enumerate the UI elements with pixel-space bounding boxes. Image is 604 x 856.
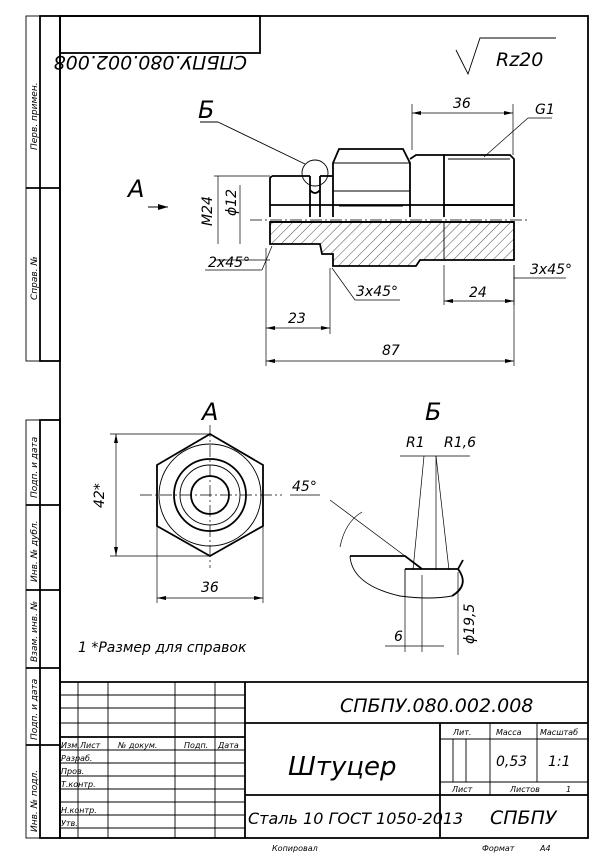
dim-2x45: 2x45° [208, 255, 250, 271]
detail-b [290, 455, 470, 655]
dim-36-nut: 36 [201, 580, 219, 596]
scale-label: Масштаб [540, 728, 578, 737]
role-4: Н.контр. [61, 806, 97, 815]
format-label: Формат [482, 844, 515, 853]
sheets-count: 1 [566, 785, 571, 794]
main-view [148, 121, 530, 267]
side-label-0: Перв. примен. [30, 82, 40, 150]
role-2: Т.контр. [61, 780, 96, 789]
role-0: Разраб. [61, 754, 92, 763]
dim-angle-45: 45° [292, 479, 317, 495]
side-label-4: Взам. инв. № [30, 601, 40, 662]
scale-value: 1:1 [548, 754, 571, 770]
part-name: Штуцер [288, 752, 397, 782]
title-block [60, 681, 588, 838]
side-label-1: Справ. № [30, 256, 40, 300]
col-header-1: Лист [79, 741, 101, 750]
main-dimensions [205, 104, 566, 366]
section-b-label: Б [198, 96, 214, 124]
dim-m24: M24 [200, 196, 216, 226]
side-label-5: Подп. и дата [30, 679, 40, 740]
dim-87: 87 [382, 343, 400, 359]
roughness-mark: Rz20 [455, 37, 556, 76]
dim-r1: R1 [406, 435, 425, 451]
lit-label: Лит. [452, 728, 471, 737]
dim-23: 23 [288, 311, 306, 327]
detail-b-title: Б [425, 398, 441, 426]
dim-g1: G1 [535, 102, 555, 118]
dim-36-top: 36 [453, 96, 471, 112]
mass-value: 0,53 [496, 754, 527, 770]
top-stamp: СПБПУ.080.002.008 [54, 15, 261, 73]
format-value: А4 [539, 844, 551, 853]
view-a [110, 425, 282, 603]
designation: СПБПУ.080.002.008 [340, 695, 533, 717]
dim-3x45-mid: 3x45° [356, 284, 398, 300]
copied-label: Копировал [272, 844, 318, 853]
dim-d195: ϕ19,5 [462, 604, 478, 645]
role-1: Пров. [61, 767, 84, 776]
side-label-6: Инв. № подл. [30, 770, 40, 832]
dim-d12: ϕ12 [224, 189, 240, 216]
top-stamp-text: СПБПУ.080.002.008 [54, 51, 247, 73]
organization: СПБПУ [490, 807, 558, 829]
col-header-2: № докум. [117, 741, 157, 750]
mass-label: Масса [496, 728, 522, 737]
col-header-0: Изм. [61, 741, 80, 750]
view-a-title: А [200, 398, 218, 426]
dim-r16: R1,6 [444, 435, 476, 451]
detail-circle-b [301, 159, 329, 187]
sheets-label: Листов [509, 785, 540, 794]
side-label-2: Подп. и дата [30, 437, 40, 498]
dim-42: 42* [92, 483, 108, 508]
roughness-text: Rz20 [496, 49, 543, 71]
reference-note: 1 *Размер для справок [78, 640, 247, 656]
sheet-label: Лист [451, 785, 473, 794]
dim-6: 6 [394, 629, 403, 645]
dim-3x45-right: 3x45° [530, 262, 572, 278]
material: Сталь 10 ГОСТ 1050-2013 [248, 809, 463, 828]
side-label-3: Инв. № дубл. [30, 520, 40, 582]
role-5: Утв. [61, 819, 78, 828]
side-strip [25, 15, 61, 839]
dim-24: 24 [469, 285, 487, 301]
col-header-3: Подп. [184, 741, 208, 750]
col-header-4: Дата [217, 741, 239, 750]
view-a-arrow-label: А [126, 175, 144, 203]
